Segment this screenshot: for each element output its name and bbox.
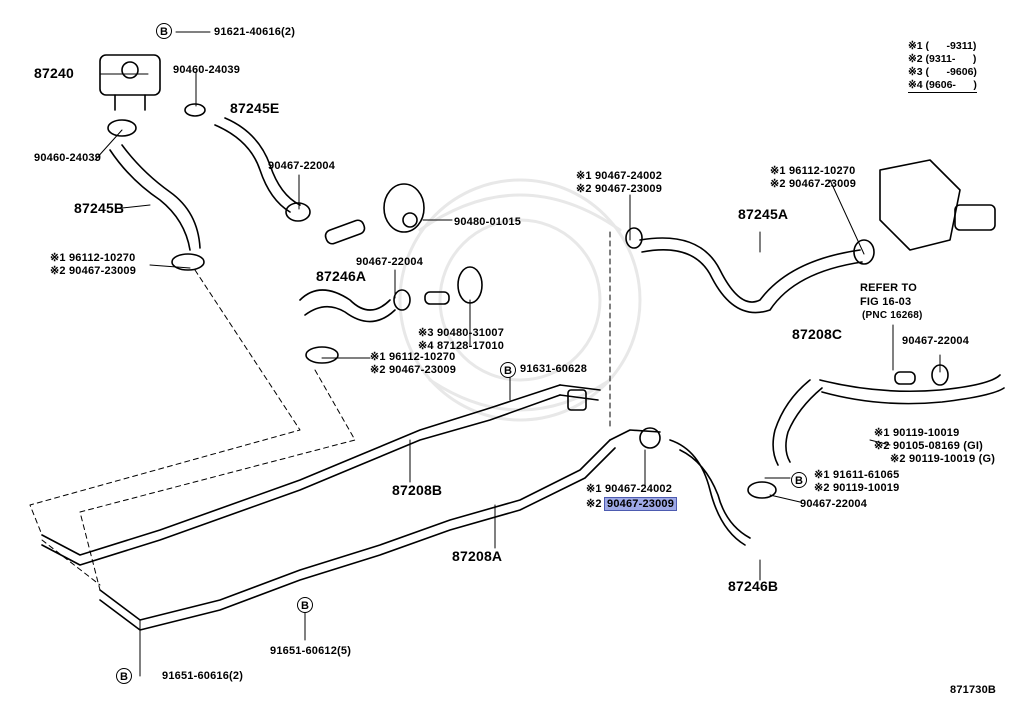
refer-line-3: (PNC 16268) [862,310,923,321]
plugs [324,183,916,411]
label-91651-60616[interactable]: 91651-60616(2) [162,670,244,682]
label-90480-31007[interactable]: ※3 90480-31007 [418,327,505,339]
label-90105-08169[interactable]: ※2 90105-08169 (GI) [874,440,984,452]
figure-id: 871730B [950,684,997,696]
label-90480-01015[interactable]: 90480-01015 [454,216,522,228]
label-90460-a[interactable]: 90460-24039 [173,64,241,76]
label-87245B[interactable]: 87245B [74,200,125,216]
label-87245A[interactable]: 87245A [738,206,789,222]
label-90460-b[interactable]: 90460-24039 [34,152,102,164]
label-90467-24002-a[interactable]: ※1 90467-24002 [576,170,663,182]
hose-87245A [639,237,863,314]
label-90467-22004-c[interactable]: 90467-22004 [902,335,970,347]
b-marker-5: B [791,472,807,488]
label-90467-23009-highlighted[interactable]: 90467-23009 [604,497,678,511]
label-90119-10019-b[interactable]: ※2 90119-10019 (G) [890,453,996,465]
b-marker-2: B [500,362,516,378]
hose-87245E [214,117,301,213]
label-ref2-prefix: ※2 [586,498,602,510]
label-87208C[interactable]: 87208C [792,326,843,342]
pipe-87208B [41,384,601,566]
refer-line-2: FIG 16-03 [860,296,912,308]
b-marker-3: B [297,597,313,613]
leader-lines [94,31,941,677]
hose-87208C [772,374,1005,466]
label-90467-24002-b[interactable]: ※1 90467-24002 [586,483,673,495]
label-87246A[interactable]: 87246A [316,268,367,284]
legend-row-3: ※3 ( -9606) [908,66,977,78]
legend-row-2: ※2 (9311- ) [908,53,977,65]
label-91631[interactable]: 91631-60628 [520,363,588,375]
label-96112-a[interactable]: ※1 96112-10270 [50,252,136,264]
label-90467-23009-c[interactable]: ※2 90467-23009 [576,183,663,195]
hose-87246B [669,439,751,546]
hose-87246A [299,289,396,323]
label-91621[interactable]: 91621-40616(2) [214,26,296,38]
pipe-87208A [99,429,661,631]
label-87208B[interactable]: 87208B [392,482,443,498]
label-90467-22004-d[interactable]: 90467-22004 [800,498,868,510]
label-87240[interactable]: 87240 [34,65,74,81]
label-90467-22004-a[interactable]: 90467-22004 [268,160,336,172]
water-outlet-housing [879,159,996,251]
label-90467-23009-b[interactable]: ※2 90467-23009 [370,364,457,376]
label-91611-61065[interactable]: ※1 91611-61065 [814,469,900,481]
label-87245E[interactable]: 87245E [230,100,280,116]
label-96112-b[interactable]: ※1 96112-10270 [370,351,456,363]
hose-87245B [109,144,201,251]
b-marker-4: B [116,668,132,684]
label-90119-10019-c[interactable]: ※2 90119-10019 [814,482,900,494]
label-90467-23009-d[interactable]: ※2 90467-23009 [770,178,857,190]
clamps [107,103,949,499]
date-code-legend: ※1 ( -9311) ※2 (9311- ) ※3 ( -9606) ※4 (… [908,40,977,93]
valve-87240 [99,54,161,111]
refer-line-1: REFER TO [860,282,918,294]
label-96112-c[interactable]: ※1 96112-10270 [770,165,856,177]
label-90119-10019-a[interactable]: ※1 90119-10019 [874,427,960,439]
label-87128-17010[interactable]: ※4 87128-17010 [418,340,505,352]
label-90467-23009-a[interactable]: ※2 90467-23009 [50,265,137,277]
b-marker-1: B [156,23,172,39]
label-87246B[interactable]: 87246B [728,578,779,594]
legend-row-1: ※1 ( -9311) [908,40,977,52]
legend-row-4: ※4 (9606- ) [908,79,977,93]
label-87208A[interactable]: 87208A [452,548,503,564]
label-91651-60612[interactable]: 91651-60612(5) [270,645,352,657]
dashed-guides [29,231,611,591]
label-90467-22004-b[interactable]: 90467-22004 [356,256,424,268]
